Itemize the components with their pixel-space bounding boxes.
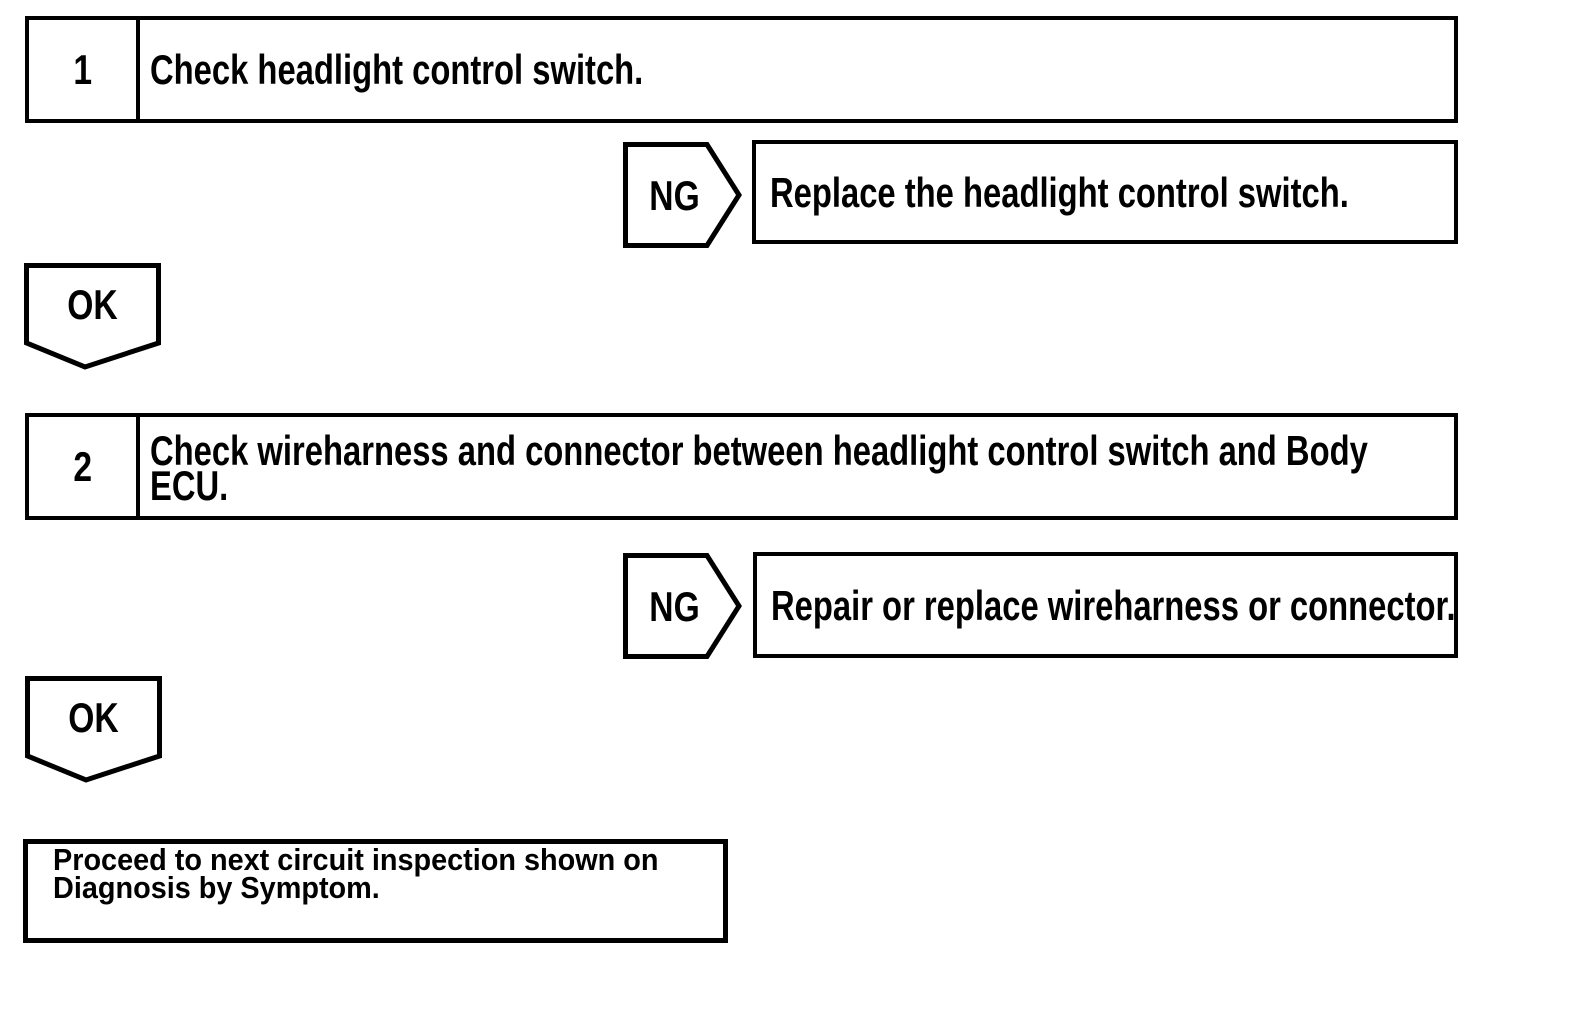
ok-down-arrow-icon	[24, 263, 161, 370]
step-2-ng-label: NG	[649, 582, 700, 630]
step-1-ng-action-text: Replace the headlight control switch.	[770, 168, 1349, 216]
step-1-instruction-line: Check headlight control switch.	[150, 46, 644, 93]
step-1-ng-label: NG	[649, 171, 700, 219]
step-1-ng-arrow: NG	[623, 142, 742, 248]
step-2-number: 2	[73, 443, 92, 490]
step-2-ng-action-text: Repair or replace wireharness or connect…	[771, 581, 1456, 629]
step-2-ok-label: OK	[68, 693, 119, 741]
step-1-number: 1	[73, 46, 92, 93]
step-2-ok-arrow: OK	[25, 676, 162, 783]
step-1-ok-arrow: OK	[24, 263, 161, 370]
step-1-ok-label: OK	[67, 280, 118, 328]
step-1-ng-action-box: Replace the headlight control switch.	[752, 140, 1458, 244]
step-2-instruction: Check wireharness and connector between …	[140, 417, 1584, 516]
step-2-instruction-line-1: Check wireharness and connector between …	[150, 427, 1368, 474]
step-2-instruction-line-2: ECU.	[150, 462, 229, 509]
step-1-number-cell: 1	[29, 20, 140, 119]
step-1-box: 1 Check headlight control switch.	[25, 16, 1458, 123]
step-2-box: 2 Check wireharness and connector betwee…	[25, 413, 1458, 520]
ok-down-arrow-icon	[25, 676, 162, 783]
end-box-line-2: Diagnosis by Symptom.	[53, 870, 380, 905]
end-box: Proceed to next circuit inspection shown…	[23, 839, 728, 943]
step-2-ng-action-box: Repair or replace wireharness or connect…	[753, 552, 1458, 658]
step-2-number-cell: 2	[29, 417, 140, 516]
ng-right-arrow-icon	[623, 142, 742, 248]
ng-right-arrow-icon	[623, 553, 742, 659]
step-1-instruction: Check headlight control switch.	[140, 20, 1454, 119]
end-box-line-1: Proceed to next circuit inspection shown…	[53, 842, 659, 877]
step-2-ng-arrow: NG	[623, 553, 742, 659]
